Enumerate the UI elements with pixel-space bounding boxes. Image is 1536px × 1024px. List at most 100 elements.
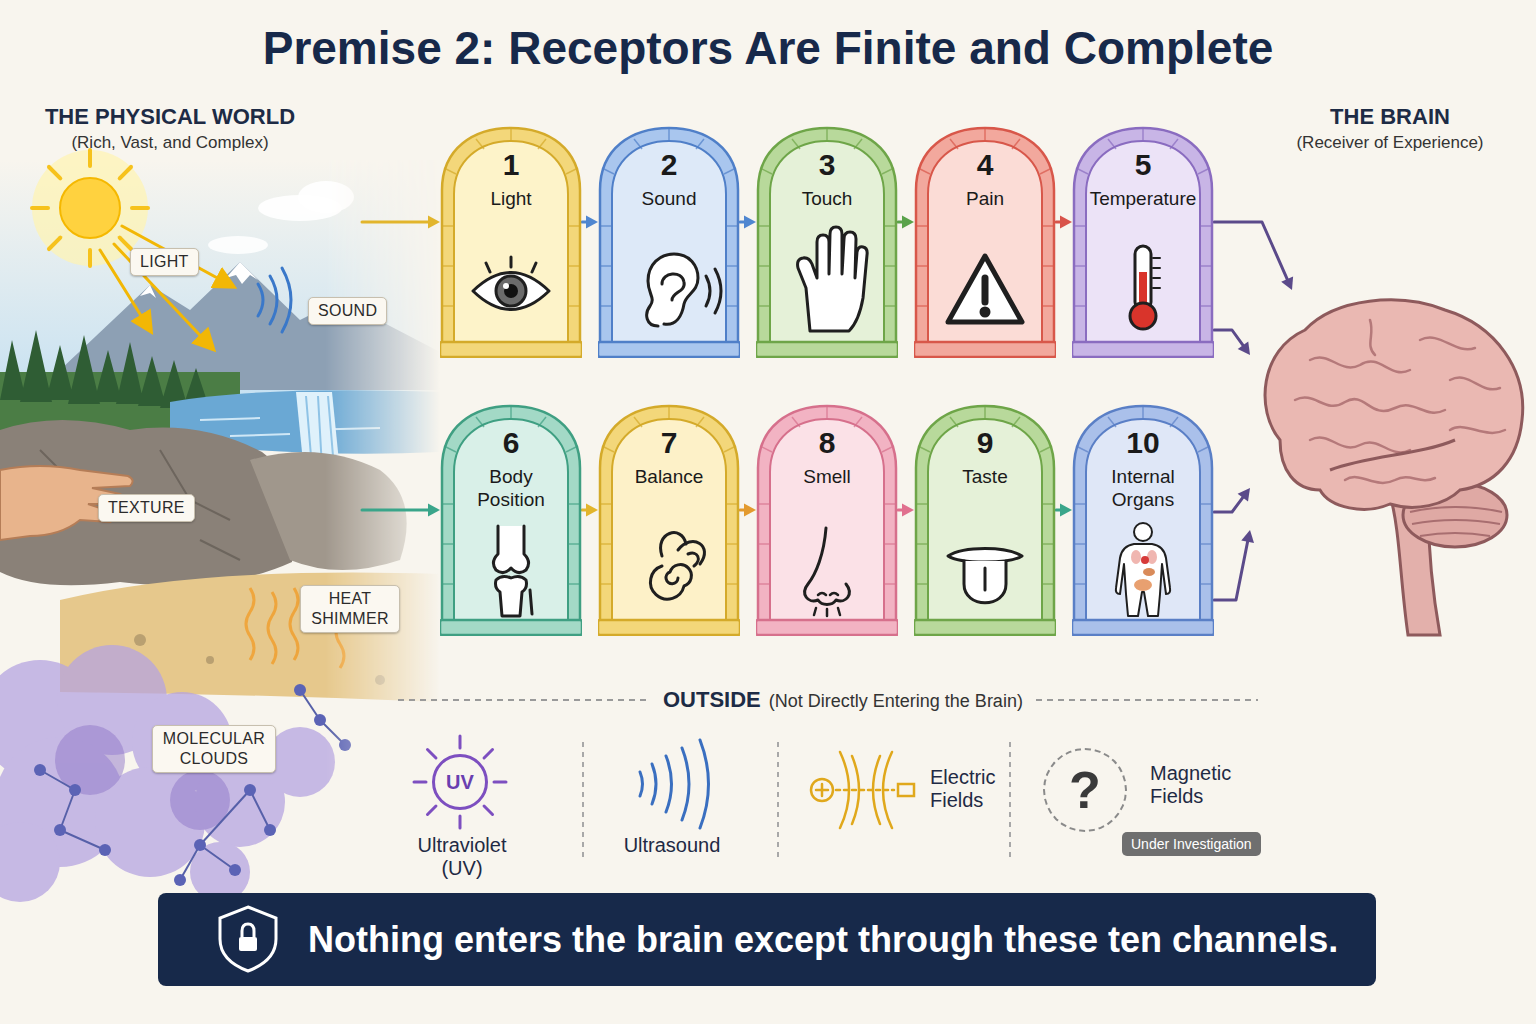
svg-line (826, 406, 828, 419)
svg-line (884, 265, 896, 267)
outside-item-label: Ultrasound (612, 834, 732, 857)
svg-line (1198, 446, 1210, 452)
gate-box: 3Touch (756, 126, 898, 358)
svg-line (821, 784, 824, 796)
svg-line (122, 226, 232, 286)
svg-line (1074, 543, 1086, 545)
arrowhead (744, 216, 756, 229)
brain-node: THE BRAIN(Receiver of Experience) (1250, 290, 1530, 640)
svg-line (854, 139, 862, 149)
tag-box: HEAT SHIMMER (300, 585, 400, 633)
svg-rect (756, 620, 898, 635)
svg-line (600, 305, 612, 307)
svg-line (950, 417, 958, 427)
region-subheading: (Rich, Vast, and Complex) (0, 132, 340, 154)
svg-line (1040, 446, 1052, 452)
svg-path (1310, 438, 1410, 453)
svg-circle (1130, 303, 1156, 329)
svg-line (200, 790, 250, 845)
svg-line (120, 167, 131, 178)
svg-line (836, 789, 894, 792)
svg-path (200, 418, 380, 436)
gate-number: 5 (1072, 148, 1214, 182)
svg-line (696, 417, 704, 427)
footer-band: Nothing enters the brain except through … (158, 893, 1376, 986)
svg-path (1450, 378, 1500, 390)
svg-rect (1072, 620, 1214, 635)
svg-path (666, 756, 672, 812)
outside-item-label: Electric Fields (930, 766, 1010, 812)
svg-polygon (60, 262, 440, 390)
svg-line (60, 830, 105, 850)
gate-number: 8 (756, 426, 898, 460)
svg-ellipse (1131, 550, 1141, 564)
svg-path (948, 256, 1022, 322)
svg-line (1200, 583, 1212, 585)
svg-line (132, 206, 148, 210)
svg-line (568, 305, 580, 307)
svg-line (726, 503, 738, 505)
svg-line (60, 790, 75, 830)
svg-path (1450, 427, 1505, 433)
svg-line (884, 503, 896, 505)
svg-line (634, 139, 642, 149)
svg-line (668, 128, 670, 141)
svg-path (1116, 544, 1170, 616)
svg-path (1310, 358, 1410, 373)
svg-path (700, 740, 709, 828)
svg-line (918, 168, 930, 174)
svg-rect (598, 620, 740, 635)
connector-arrow (1214, 330, 1250, 355)
svg-rect (898, 784, 914, 796)
svg-rect (756, 342, 898, 357)
svg-circle (174, 874, 186, 886)
svg-g (34, 684, 351, 886)
svg-line (1074, 503, 1086, 505)
svg-line (200, 845, 235, 870)
connector-arrow (1056, 216, 1072, 229)
arrowhead (586, 216, 598, 229)
svg-line (884, 225, 896, 227)
svg-line (1074, 305, 1086, 307)
svg-line (476, 139, 484, 149)
svg-line (1200, 265, 1212, 267)
svg-line (484, 806, 492, 814)
svg-path (1265, 300, 1523, 509)
svg-line (494, 781, 506, 784)
svg-line (950, 139, 958, 149)
brain-illustration (1250, 290, 1530, 640)
connector-arrow (1214, 222, 1293, 290)
svg-path (270, 276, 277, 324)
svg-circle (1134, 523, 1152, 541)
gate-number: 1 (440, 148, 582, 182)
svg-line (724, 446, 736, 452)
tag-label: MOLECULAR CLOUDS (162, 729, 266, 769)
svg-line (916, 305, 928, 307)
svg-line (758, 543, 770, 545)
svg-g (258, 268, 291, 332)
svg-path (805, 528, 850, 605)
svg-line (882, 168, 894, 174)
connector-arrow (898, 504, 914, 517)
gate-label: Pain (927, 187, 1043, 210)
tag-box: LIGHT (130, 248, 199, 276)
svg-line (538, 417, 546, 427)
svg-circle (294, 684, 306, 696)
svg-circle (0, 822, 60, 902)
svg-circle (981, 308, 989, 316)
connector-arrow (740, 504, 756, 517)
gate-box: 10Internal Organs (1072, 404, 1214, 636)
svg-path (964, 561, 1006, 603)
svg-line (1012, 417, 1020, 427)
svg-line (250, 790, 270, 830)
svg-line (568, 225, 580, 227)
svg-line (726, 265, 738, 267)
svg-path (814, 608, 840, 616)
svg-g (100, 226, 232, 348)
gate-box: 4Pain (914, 126, 1056, 358)
svg-line (984, 128, 986, 141)
svg-line (1042, 265, 1054, 267)
svg-path (818, 593, 838, 595)
svg-g (640, 740, 709, 828)
svg-ellipse (298, 181, 354, 213)
